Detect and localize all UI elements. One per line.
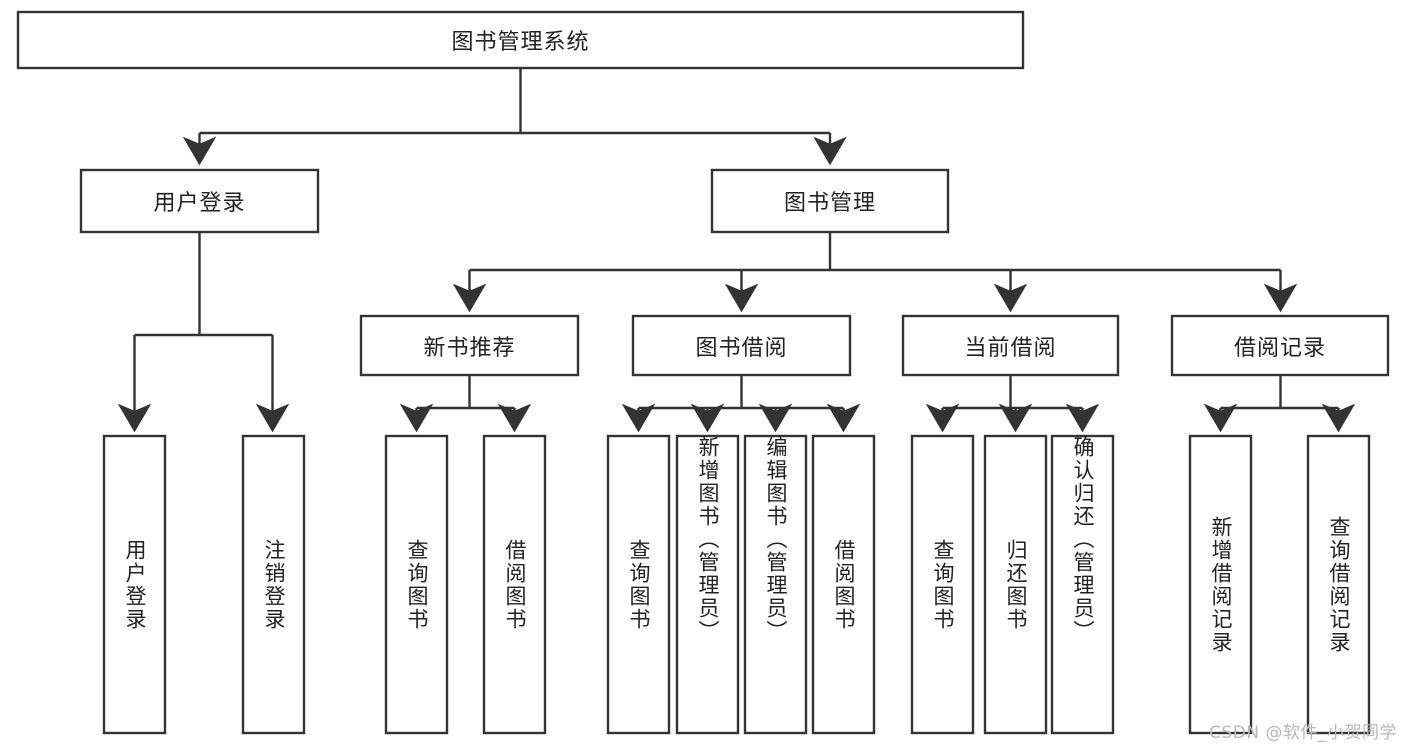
node-box-current-borrow[interactable]: [901, 314, 1120, 377]
node-box-user-login[interactable]: [79, 168, 320, 234]
node-box-root[interactable]: [16, 10, 1025, 70]
watermark-text: CSDN @软件_小贺同学: [1209, 723, 1397, 743]
node-box-borrow-record[interactable]: [1170, 314, 1390, 377]
node-box-leaf-query-book-2[interactable]: [606, 434, 671, 735]
node-box-book-manage[interactable]: [710, 168, 950, 234]
connector-group-current-borrow: [925, 375, 1100, 433]
node-box-leaf-user-logout[interactable]: [241, 434, 306, 735]
node-box-leaf-borrow-book-2[interactable]: [811, 434, 876, 735]
node-box-leaf-user-login[interactable]: [102, 434, 167, 735]
connector-group-user-login: [117, 232, 290, 433]
connector-group-new-book-recommend: [399, 375, 532, 433]
connector-group-borrow-record: [1203, 375, 1356, 433]
node-box-book-borrow[interactable]: [631, 314, 852, 377]
connector-group-root: [182, 68, 847, 166]
node-box-new-book-recommend[interactable]: [359, 314, 580, 377]
node-box-leaf-add-book[interactable]: [675, 434, 740, 735]
node-box-leaf-query-book-1[interactable]: [384, 434, 449, 735]
node-box-leaf-confirm-return[interactable]: [1050, 434, 1115, 735]
connector-group-book-borrow: [621, 375, 861, 433]
node-box-leaf-edit-book[interactable]: [743, 434, 808, 735]
connector-group-book-manage: [452, 232, 1298, 313]
node-box-leaf-return-book[interactable]: [983, 434, 1048, 735]
node-box-leaf-query-book-3[interactable]: [910, 434, 975, 735]
node-box-leaf-borrow-book-1[interactable]: [482, 434, 547, 735]
node-box-leaf-query-record[interactable]: [1306, 434, 1371, 735]
node-box-leaf-add-record[interactable]: [1188, 434, 1253, 735]
